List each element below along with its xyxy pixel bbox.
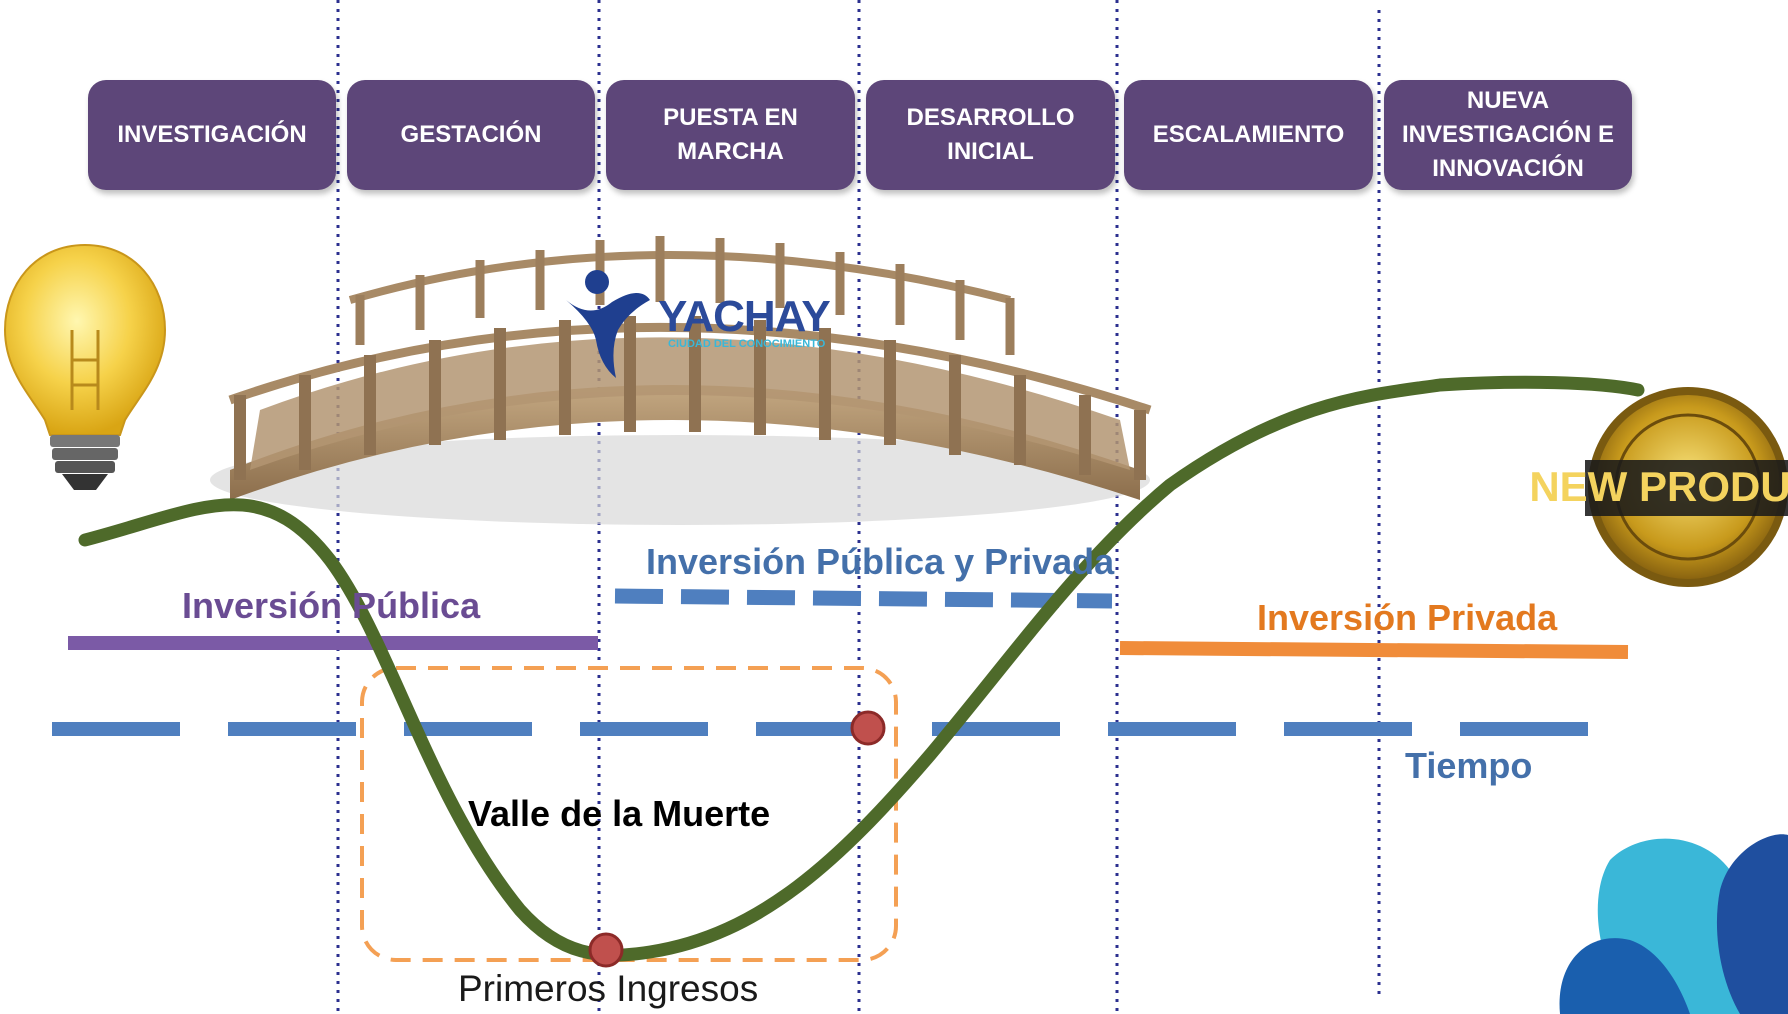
inversion-publica-privada-line	[614, 588, 1113, 609]
tiempo-label: Tiempo	[1405, 745, 1533, 786]
phase-label: NUEVA INVESTIGACIÓN E INNOVACIÓN	[1401, 87, 1615, 182]
phase-label: PUESTA EN MARCHA	[663, 104, 798, 165]
phase-escalamiento: ESCALAMIENTO	[1124, 80, 1373, 190]
inversion-privada-line	[1119, 641, 1629, 659]
phase-nueva-investigacion: NUEVA INVESTIGACIÓN E INNOVACIÓN	[1384, 80, 1632, 190]
innovation-curve	[78, 375, 1645, 962]
primeros-ingresos-label: Primeros Ingresos	[458, 968, 759, 1009]
phase-label: GESTACIÓN	[400, 121, 542, 148]
inversion-publica-privada-label: Inversión Pública y Privada	[646, 541, 1115, 582]
phase-gestacion: GESTACIÓN	[347, 80, 595, 190]
yachay-logo-name: YACHAY	[658, 292, 831, 341]
corner-logo-shape	[1559, 834, 1788, 1014]
yachay-logo	[566, 270, 650, 378]
primeros-ingresos-marker	[588, 932, 624, 968]
new-product-seal: NEW PRODUCT	[1529, 387, 1788, 587]
yachay-logo-subtitle: CIUDAD DEL CONOCIMIENTO	[668, 338, 826, 350]
phase-label: INVESTIGACIÓN	[117, 121, 307, 148]
crossing-marker	[850, 710, 886, 746]
phase-label: DESARROLLO INICIAL	[906, 104, 1075, 165]
light-bulb-icon	[3, 243, 167, 490]
bridge-image	[210, 236, 1152, 525]
valle-label: Valle de la Muerte	[468, 793, 771, 834]
seal-text: NEW PRODUCT	[1529, 463, 1788, 510]
phase-puesta-en-marcha: PUESTA EN MARCHA	[606, 80, 855, 190]
phase-investigacion: INVESTIGACIÓN	[88, 80, 336, 190]
phase-desarrollo-inicial: DESARROLLO INICIAL	[866, 80, 1115, 190]
inversion-privada-label: Inversión Privada	[1257, 597, 1558, 638]
inversion-publica-label: Inversión Pública	[182, 585, 481, 626]
phase-label: ESCALAMIENTO	[1152, 121, 1345, 148]
